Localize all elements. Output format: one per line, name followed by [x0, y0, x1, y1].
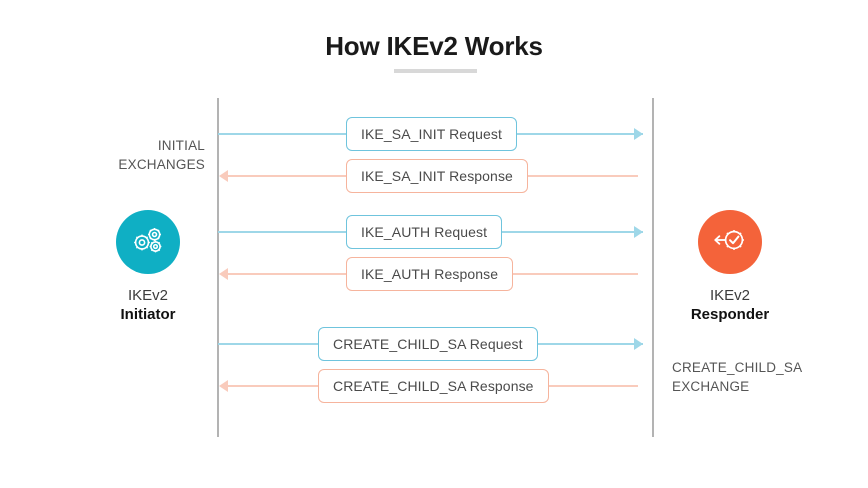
annotation-create-child-sa-line2: EXCHANGE: [672, 379, 750, 394]
page-title: How IKEv2 Works: [325, 31, 543, 61]
annotation-create-child-sa-line1: CREATE_CHILD_SA: [672, 360, 803, 375]
responder-avatar: [698, 210, 762, 274]
message-box[interactable]: CREATE_CHILD_SA Request: [318, 327, 538, 361]
message-row: CREATE_CHILD_SA Response: [218, 369, 638, 403]
message-box[interactable]: IKE_AUTH Response: [346, 257, 514, 291]
message-row: IKE_AUTH Request: [218, 215, 653, 249]
annotation-create-child-sa-exchange: CREATE_CHILD_SA EXCHANGE: [672, 358, 852, 396]
title-underline-rule: [394, 69, 477, 73]
arrow-head-right-icon: [634, 226, 643, 238]
arrow-head-right-icon: [634, 338, 643, 350]
initiator-role: Initiator: [120, 306, 176, 323]
lifeline-initiator: [217, 98, 219, 437]
actor-initiator: IKEv2 Initiator: [63, 210, 233, 324]
lifeline-responder: [652, 98, 654, 437]
annotation-initial-exchanges-line2: EXCHANGES: [118, 157, 205, 172]
message-box[interactable]: IKE_SA_INIT Response: [346, 159, 528, 193]
message-box[interactable]: IKE_SA_INIT Request: [346, 117, 517, 151]
message-row: IKE_SA_INIT Response: [218, 159, 638, 193]
gear-check-arrow-icon: [709, 219, 751, 266]
annotation-initial-exchanges-line1: INITIAL: [157, 138, 205, 153]
message-box[interactable]: CREATE_CHILD_SA Response: [318, 369, 549, 403]
message-row: IKE_AUTH Response: [218, 257, 638, 291]
actor-responder: IKEv2 Responder: [645, 210, 815, 324]
initiator-avatar: [116, 210, 180, 274]
message-row: CREATE_CHILD_SA Request: [218, 327, 653, 361]
responder-role: Responder: [690, 306, 770, 323]
gears-icon: [128, 220, 168, 265]
arrow-head-right-icon: [634, 128, 643, 140]
arrow-head-left-icon: [219, 170, 228, 182]
annotation-initial-exchanges: INITIAL EXCHANGES: [42, 136, 205, 174]
initiator-name: IKEv2: [127, 287, 169, 304]
arrow-head-left-icon: [219, 268, 228, 280]
arrow-head-left-icon: [219, 380, 228, 392]
message-row: IKE_SA_INIT Request: [218, 117, 653, 151]
responder-name: IKEv2: [709, 287, 751, 304]
message-box[interactable]: IKE_AUTH Request: [346, 215, 503, 249]
